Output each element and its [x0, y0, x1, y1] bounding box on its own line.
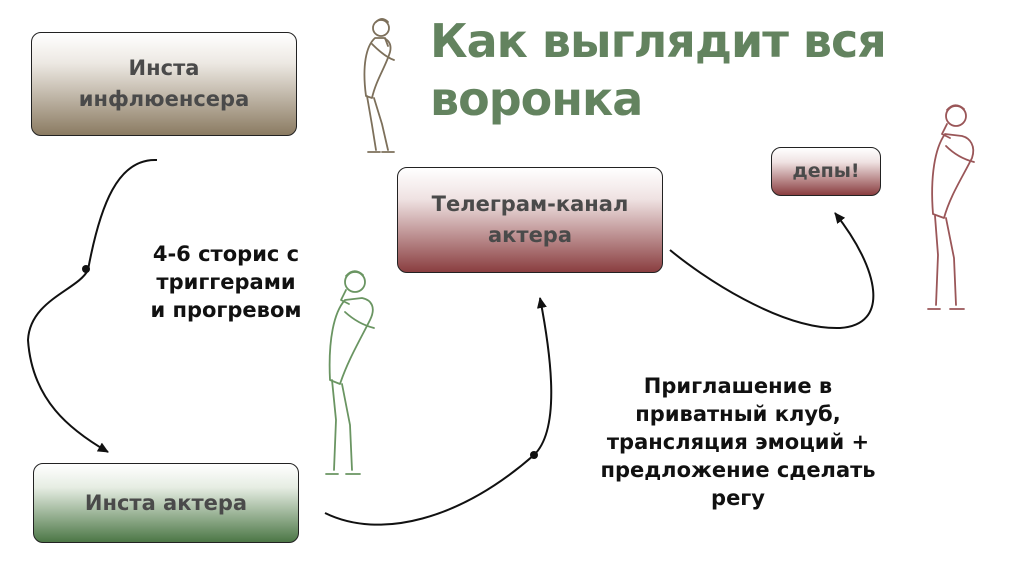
standing-man-red-icon — [927, 104, 975, 310]
node-deposits: депы! — [771, 147, 881, 196]
node-telegram-channel: Телеграм-канал актера — [397, 167, 663, 273]
edge-label-stories: 4-6 сторис с триггерами и прогревом — [150, 242, 302, 322]
node-influencer-insta: Инста инфлюенсера — [31, 32, 297, 136]
standing-man-green-icon — [325, 270, 375, 475]
arrow-waypoint-dot — [530, 451, 538, 459]
arrow-actor-to-telegram — [324, 297, 553, 526]
arrow-influencer-to-actor — [26, 158, 158, 453]
node-actor-insta: Инста актера — [33, 463, 299, 543]
diagram-title: Как выглядит вся воронка — [430, 14, 887, 126]
edge-label-invite: Приглашение в приватный клуб, трансляция… — [600, 374, 876, 510]
arrow-telegram-to-deposits — [669, 212, 875, 330]
arrow-waypoint-dot — [82, 265, 90, 273]
standing-man-brown-icon — [363, 18, 395, 153]
